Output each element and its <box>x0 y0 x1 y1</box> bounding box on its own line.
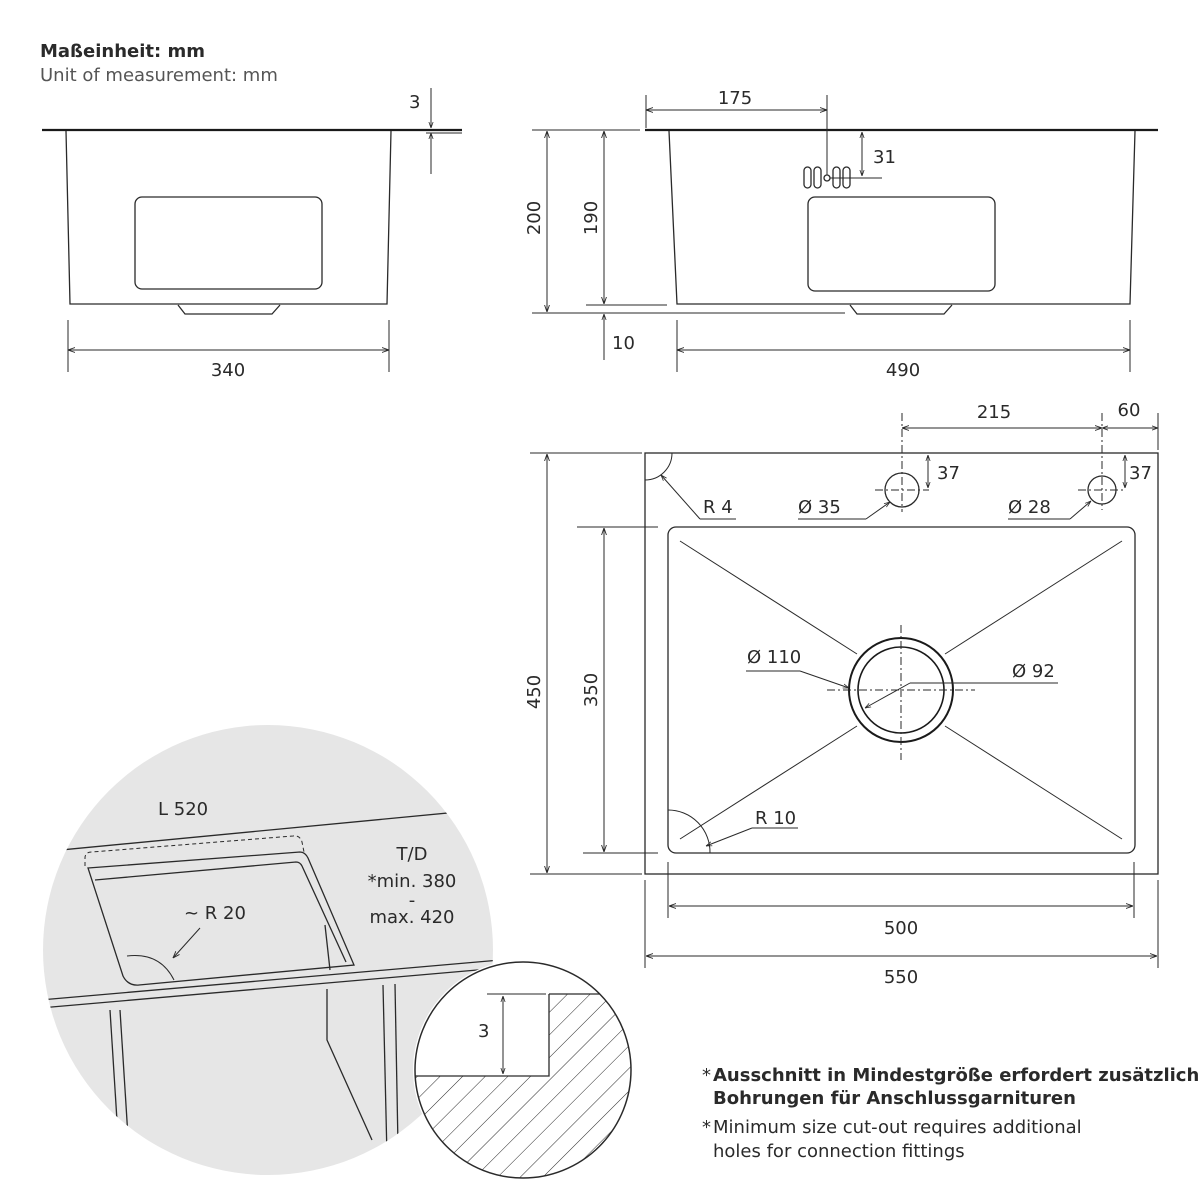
countertop-front-edge-top <box>43 959 493 1001</box>
cutout-detail-bg <box>43 725 493 1175</box>
outer-radius-leader <box>661 475 701 520</box>
overflow-center <box>823 174 831 182</box>
slope-line-br <box>944 725 1123 840</box>
note-en-line2: holes for connection fittings <box>713 1141 965 1162</box>
note-en-marker: * <box>702 1117 711 1138</box>
side-drain-outline <box>849 304 953 315</box>
cutout-outline-inner <box>94 861 347 963</box>
cutout-side-edge <box>324 924 331 971</box>
depth-total-label: 450 <box>524 675 545 709</box>
drain-inner-leader <box>865 682 911 708</box>
front-panel <box>134 196 323 290</box>
side-bowl-outline <box>668 130 1136 305</box>
side-view: 175 31 200 190 10 490 <box>524 88 1158 381</box>
note-de-line1: Ausschnitt in Mindestgröße erfordert zus… <box>713 1065 1200 1086</box>
cutout-depth-min: *min. 380 <box>368 871 457 892</box>
overflow-slot-1 <box>803 166 812 189</box>
hole1-offset-label: 37 <box>937 463 960 484</box>
drain-outer-label: Ø 110 <box>747 647 801 668</box>
side-panel <box>807 196 996 292</box>
hole1-leader <box>865 502 890 520</box>
notes: * Ausschnitt in Mindestgröße erfordert z… <box>702 1065 1200 1162</box>
slope-line-bl <box>679 725 858 840</box>
outer-radius-label: R 4 <box>703 497 733 518</box>
countertop-back-edge <box>43 807 493 853</box>
edge-offset-label: 60 <box>1118 400 1141 421</box>
hole-spacing-label: 215 <box>977 402 1011 423</box>
hole1-diameter-label: Ø 35 <box>798 497 841 518</box>
front-view: 3 340 <box>42 88 462 381</box>
section-outline <box>415 994 550 1077</box>
drain-inner-label: Ø 92 <box>1012 661 1055 682</box>
note-de-marker: * <box>702 1065 711 1086</box>
note-en-line1: Minimum size cut-out requires additional <box>713 1117 1082 1138</box>
overflow-offset-label: 175 <box>718 88 752 109</box>
bowl-depth-label: 190 <box>581 201 602 235</box>
cutout-corner-arc <box>126 955 175 981</box>
inner-radius-leader <box>706 827 753 847</box>
cutout-outline-outer <box>87 851 355 986</box>
inner-radius-label: R 10 <box>755 808 796 829</box>
top-view: Ø 110 Ø 92 215 60 37 37 Ø 35 Ø 28 R 4 <box>524 400 1159 988</box>
overflow-height-label: 31 <box>873 147 896 168</box>
front-width-label: 340 <box>211 360 245 381</box>
hole2-leader <box>1069 501 1091 520</box>
unit-label-en: Unit of measurement: mm <box>40 65 278 86</box>
section-hatch <box>415 994 631 1178</box>
header: Maßeinheit: mm Unit of measurement: mm <box>40 41 278 86</box>
front-rim-thickness-label: 3 <box>409 92 420 113</box>
depth-bowl-label: 350 <box>581 673 602 707</box>
cutout-depth-max: max. 420 <box>369 907 454 928</box>
hole2-diameter-label: Ø 28 <box>1008 497 1051 518</box>
outer-corner-arc <box>644 452 673 481</box>
cutout-length-label: L 520 <box>158 799 208 820</box>
note-de-line2: Bohrungen für Anschlussgarnituren <box>713 1088 1076 1109</box>
cutout-depth-sep: - <box>409 890 416 911</box>
hole2-offset-label: 37 <box>1129 463 1152 484</box>
bottom-offset-label: 10 <box>612 333 635 354</box>
slope-line-tl <box>679 540 858 655</box>
cutout-depth-label: T/D <box>396 844 428 865</box>
rim-section-detail: 3 <box>413 960 633 1180</box>
cutout-length-marker <box>84 835 305 866</box>
slope-line-tr <box>944 540 1123 655</box>
cutout-radius-leader <box>173 927 201 958</box>
total-height-label: 200 <box>524 201 545 235</box>
drain-outer-leader <box>799 670 849 689</box>
side-width-label: 490 <box>886 360 920 381</box>
front-drain-outline <box>177 304 281 315</box>
inner-corner-arc <box>667 809 711 854</box>
top-bowl <box>667 526 1136 854</box>
unit-label-de: Maßeinheit: mm <box>40 41 205 62</box>
cutout-radius-label: ~ R 20 <box>184 903 246 924</box>
overflow-slot-2 <box>813 166 822 189</box>
width-total-label: 550 <box>884 967 918 988</box>
cabinet-line-5 <box>326 989 373 1141</box>
section-thickness-label: 3 <box>478 1021 489 1042</box>
width-bowl-label: 500 <box>884 918 918 939</box>
front-bowl-outline <box>65 130 392 305</box>
countertop-front-edge-bottom <box>43 967 493 1009</box>
